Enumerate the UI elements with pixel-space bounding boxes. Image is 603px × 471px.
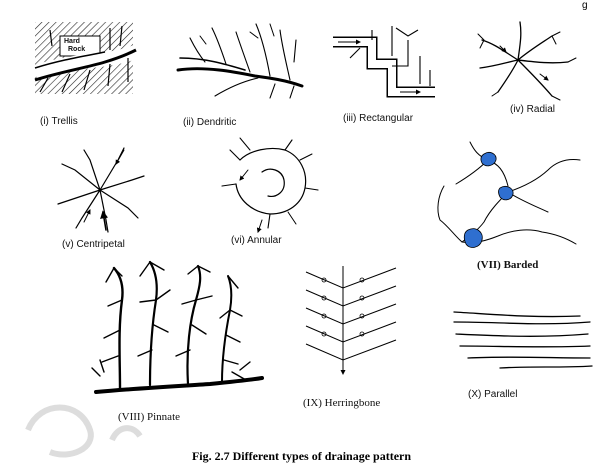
herringbone-label: (IX) Herringbone (303, 397, 381, 409)
centripetal-label: (v) Centripetal (62, 239, 125, 250)
barded-lake (498, 186, 514, 201)
trellis-hard-label: Hard (64, 38, 80, 45)
rectangular-pattern (333, 26, 435, 98)
trellis-label: (i) Trellis (40, 116, 78, 127)
radial-label: (iv) Radial (510, 104, 556, 115)
annular-pattern (221, 137, 319, 233)
barded-label: (VII) Barded (477, 259, 539, 271)
figure-caption: Fig. 2.7 Different types of drainage pat… (191, 449, 412, 463)
watermark-mark (25, 404, 143, 458)
parallel-label: (X) Parallel (468, 389, 518, 400)
dendritic-label: (ii) Dendritic (183, 117, 237, 128)
barded-lake (463, 228, 483, 248)
radial-pattern (477, 21, 577, 101)
corner-fragment: g (582, 0, 588, 11)
herringbone-pattern (305, 266, 397, 375)
dendritic-pattern (176, 23, 304, 99)
pinnate-pattern (91, 260, 264, 394)
barded-pattern (437, 141, 581, 248)
rectangular-label: (iii) Rectangular (343, 113, 414, 124)
pinnate-label: (VIII) Pinnate (118, 411, 181, 423)
parallel-pattern (453, 311, 593, 369)
annular-label: (vi) Annular (231, 235, 282, 246)
centripetal-pattern (57, 147, 145, 233)
trellis-pattern (32, 22, 138, 94)
trellis-rock-label: Rock (68, 46, 86, 53)
barded-lake (480, 152, 497, 167)
